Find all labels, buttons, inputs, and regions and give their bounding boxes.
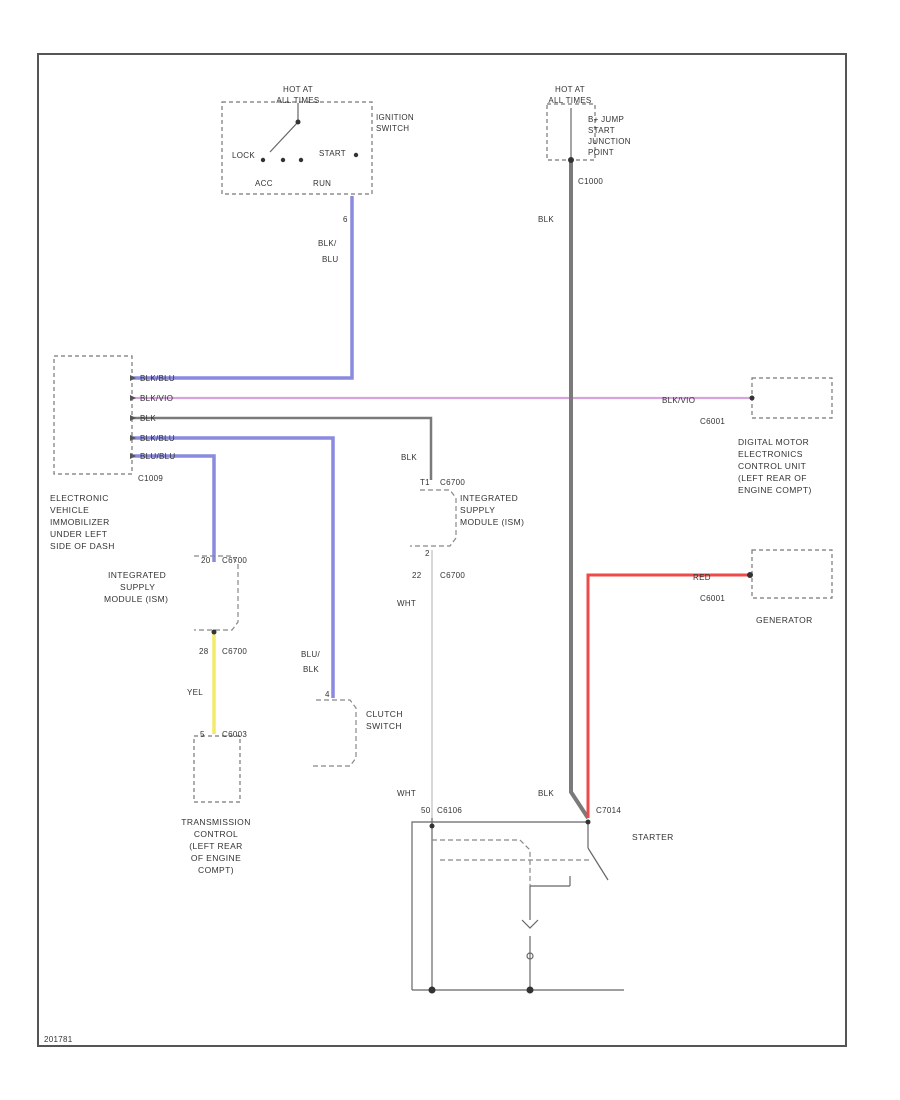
wire-label-blu-blk-1: BLU/ [301, 650, 320, 659]
clutch-pin: 4 [325, 690, 330, 699]
wire-label-wht-2: WHT [397, 789, 416, 798]
dme-name-5: ENGINE COMPT) [738, 485, 812, 495]
isu-left-pin2: 28 [199, 647, 209, 656]
immob-pin-markers [130, 375, 136, 459]
starter-connector-right: C7014 [596, 806, 621, 815]
wire-label-blk-top: BLK [538, 215, 554, 224]
isu-left-connector2: C6700 [222, 647, 247, 656]
ignition-acc-label: ACC [255, 179, 273, 188]
ignition-switch-name-2: SWITCH [376, 124, 409, 133]
wire-blu-blk-clutch [133, 436, 335, 698]
dme-wire-label: BLK/VIO [662, 396, 695, 405]
tcm-name-3: (LEFT REAR [189, 841, 242, 851]
isu-right-connector: C6700 [440, 478, 465, 487]
jump-name-1: B+ JUMP [588, 115, 624, 124]
immob-wire-label-3: BLK [140, 414, 156, 423]
wire-label-wht-1: WHT [397, 599, 416, 608]
isu-left-connector: C6700 [222, 556, 247, 565]
wire-label-red: RED [693, 573, 711, 582]
jump-hot-label-1: HOT AT [555, 85, 585, 94]
footer-code: 201781 [44, 1035, 73, 1044]
immob-wire-label-1: BLK/BLU [140, 374, 175, 383]
immob-name-5: SIDE OF DASH [50, 541, 115, 551]
tcm-name-1: TRANSMISSION [181, 817, 251, 827]
generator: RED C6001 GENERATOR [693, 549, 833, 625]
isu-right-name-1: INTEGRATED [460, 493, 518, 503]
jump-hot-label-2: ALL TIMES [548, 96, 591, 105]
ignition-pin-label: 6 [343, 215, 348, 224]
jump-name-3: JUNCTION [588, 137, 631, 146]
immob-name-3: IMMOBILIZER [50, 517, 110, 527]
starter-pin-left: 50 [421, 806, 431, 815]
ignition-switch-name-1: IGNITION [376, 113, 414, 122]
tcm-name-2: CONTROL [194, 829, 238, 839]
immob-wire-label-4: BLK/BLU [140, 434, 175, 443]
immob-connector: C1009 [138, 474, 163, 483]
ignition-start-label: START [319, 149, 346, 158]
isu-left-pin: 20 [201, 556, 211, 565]
dme-name-4: (LEFT REAR OF [738, 473, 807, 483]
isu-left-name-3: MODULE (ISM) [104, 594, 168, 604]
jump-name-4: POINT [588, 148, 614, 157]
wire-blk-blu-ignition [133, 196, 354, 380]
tcm-name-5: COMPT) [198, 865, 234, 875]
wire-red-generator [586, 573, 750, 818]
isu-right-pin: T1 [420, 478, 430, 487]
immob-name-2: VEHICLE [50, 505, 89, 515]
clutch-name-1: CLUTCH [366, 709, 403, 719]
immob-name-1: ELECTRONIC [50, 493, 109, 503]
isu-right-pin3: 22 [412, 571, 422, 580]
isu-right-connector2: C6700 [440, 571, 465, 580]
immob-wire-label-5: BLU/BLU [140, 452, 175, 461]
isu-right-pin2: 2 [425, 549, 430, 558]
isu-right-name-2: SUPPLY [460, 505, 495, 515]
jump-name-2: START [588, 126, 615, 135]
tcm-connector: C6003 [222, 730, 247, 739]
clutch-name-2: SWITCH [366, 721, 402, 731]
immob-wire-label-2: BLK/VIO [140, 394, 173, 403]
isu-right-name-3: MODULE (ISM) [460, 517, 524, 527]
integrated-supply-module-right: BLK T1 C6700 INTEGRATED SUPPLY MODULE (I… [401, 453, 524, 580]
dme-name-1: DIGITAL MOTOR [738, 437, 809, 447]
isu-left-name-2: SUPPLY [120, 582, 155, 592]
jump-connector: C1000 [578, 177, 603, 186]
ignition-run-label: RUN [313, 179, 331, 188]
wire-label-yel: YEL [187, 688, 203, 697]
generator-name: GENERATOR [756, 615, 813, 625]
jump-start-junction: HOT AT ALL TIMES B+ JUMP START JUNCTION … [546, 85, 631, 186]
wire-blk-battery-starter [569, 160, 590, 820]
electronic-vehicle-immobilizer: BLK/BLU BLK/VIO BLK BLK/BLU BLU/BLU C100… [50, 355, 175, 551]
isu-left-name-1: INTEGRATED [108, 570, 166, 580]
digital-motor-electronics: BLK/VIO C6001 DIGITAL MOTOR ELECTRONICS … [662, 377, 833, 495]
dme-name-2: ELECTRONICS [738, 449, 803, 459]
starter: 50 C6106 C7014 STARTER [411, 806, 674, 994]
clutch-switch: 4 CLUTCH SWITCH [312, 690, 403, 767]
ignition-lock-label: LOCK [232, 151, 255, 160]
dme-connector: C6001 [700, 417, 725, 426]
integrated-supply-module-left: 20 C6700 INTEGRATED SUPPLY MODULE (ISM) … [104, 555, 247, 656]
starter-name: STARTER [632, 832, 674, 842]
tcm-pin: 5 [200, 730, 205, 739]
ignition-switch: HOT AT ALL TIMES IGNITION SWITCH LOCK ST… [221, 85, 414, 224]
diagram-border [37, 53, 847, 1047]
dme-name-3: CONTROL UNIT [738, 461, 806, 471]
wire-label-blk-bottom: BLK [538, 789, 554, 798]
wire-label-blk-isu: BLK [401, 453, 417, 462]
starter-connector-left: C6106 [437, 806, 462, 815]
wire-label-blu-blk-2: BLK [303, 665, 319, 674]
tcm-name-4: OF ENGINE [191, 853, 241, 863]
wire-blk-ism [133, 416, 433, 480]
ignition-hot-label-1: HOT AT [283, 85, 313, 94]
wire-label-blk-blu-2: BLU [322, 255, 338, 264]
wire-label-blk-blu-1: BLK/ [318, 239, 337, 248]
ignition-hot-label-2: ALL TIMES [276, 96, 319, 105]
immob-name-4: UNDER LEFT [50, 529, 107, 539]
transmission-control: 5 C6003 TRANSMISSION CONTROL (LEFT REAR … [181, 730, 251, 875]
wire-blu-ism-left [133, 454, 216, 562]
generator-connector: C6001 [700, 594, 725, 603]
